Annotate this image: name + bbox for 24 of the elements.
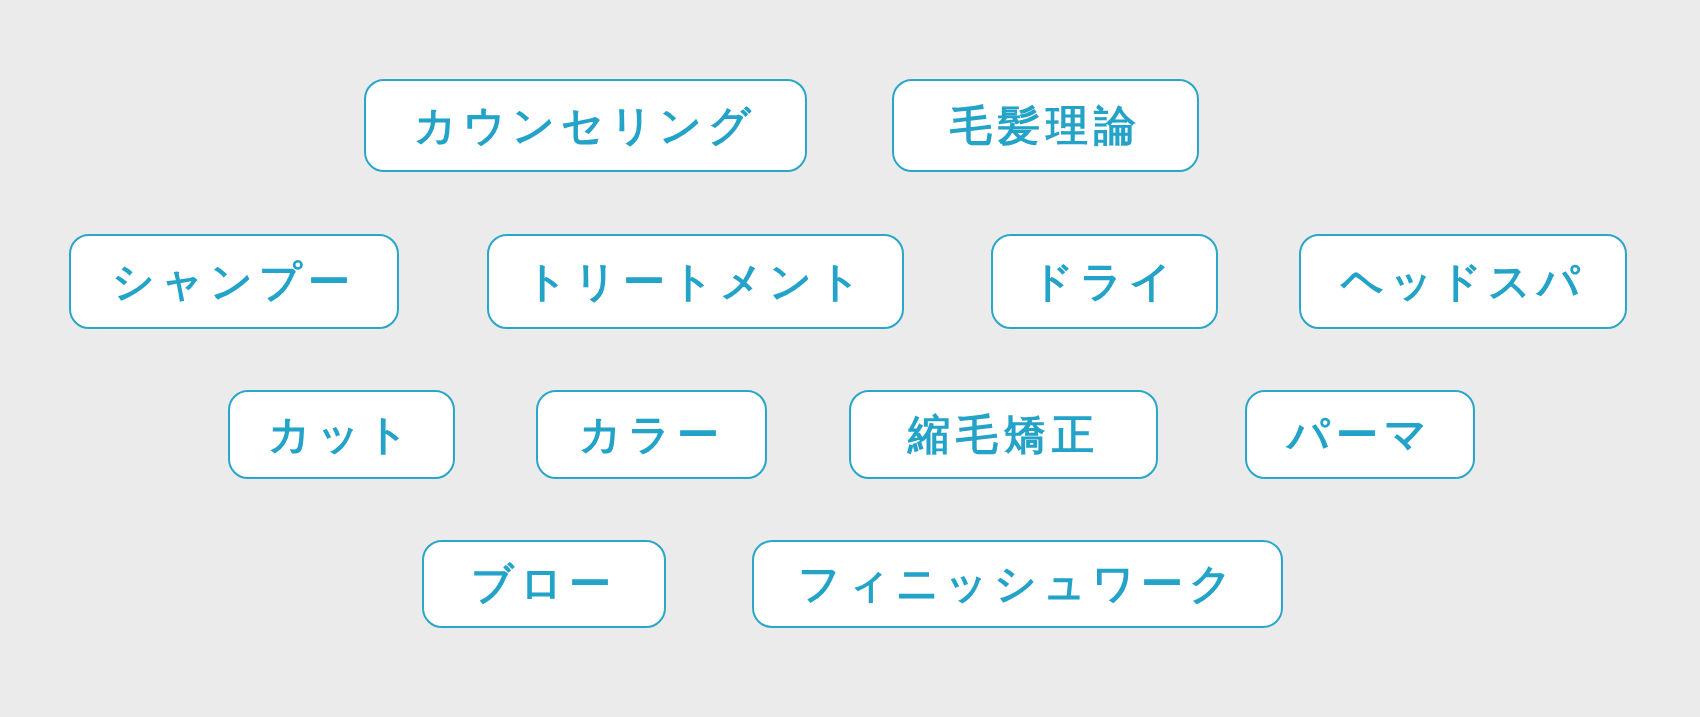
- tag-text: フィニッシュワーク: [797, 558, 1238, 610]
- tag-text: パーマ: [1287, 408, 1433, 461]
- label-tag: [1299, 234, 1627, 329]
- label-tag: [752, 540, 1283, 628]
- tag-text: ヘッドスパ: [1340, 255, 1586, 308]
- label-tag: [69, 234, 399, 329]
- tag-text: カット: [268, 408, 415, 461]
- label-tag: [487, 234, 904, 329]
- tag-text: 毛髪理論: [949, 99, 1142, 152]
- label-tag: [991, 234, 1218, 329]
- tag-text: 縮毛矯正: [907, 408, 1100, 461]
- label-tag: [849, 390, 1158, 479]
- label-tag: [228, 390, 455, 479]
- label-tag: [422, 540, 666, 628]
- tag-text: カラー: [578, 408, 725, 461]
- label-tag: [364, 79, 807, 172]
- tag-text: トリートメント: [524, 255, 867, 308]
- label-tag: [536, 390, 767, 479]
- tag-text: ドライ: [1031, 255, 1178, 308]
- tag-text: ブロー: [471, 558, 617, 610]
- tag-text: カウンセリング: [414, 99, 757, 152]
- label-tag: [1245, 390, 1475, 479]
- label-tag: [892, 79, 1199, 172]
- tag-text: シャンプー: [112, 255, 356, 308]
